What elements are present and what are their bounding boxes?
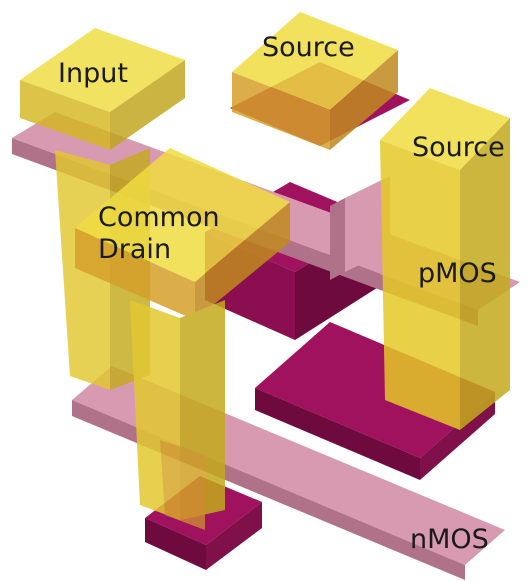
source-top-pillar: [232, 12, 398, 150]
nmos-label: nMOS: [410, 524, 489, 555]
input-label: Input: [58, 58, 128, 89]
common-drain-label-line2: Drain: [98, 234, 171, 265]
source-right-pillar: [380, 88, 510, 430]
common-drain-label-line1: Common: [98, 202, 220, 233]
source-right-label: Source: [412, 132, 505, 163]
gate-connector: [330, 176, 390, 280]
common-drain-pillar: [75, 148, 290, 530]
pmos-label: pMOS: [418, 258, 497, 289]
source-top-label: Source: [262, 32, 355, 63]
